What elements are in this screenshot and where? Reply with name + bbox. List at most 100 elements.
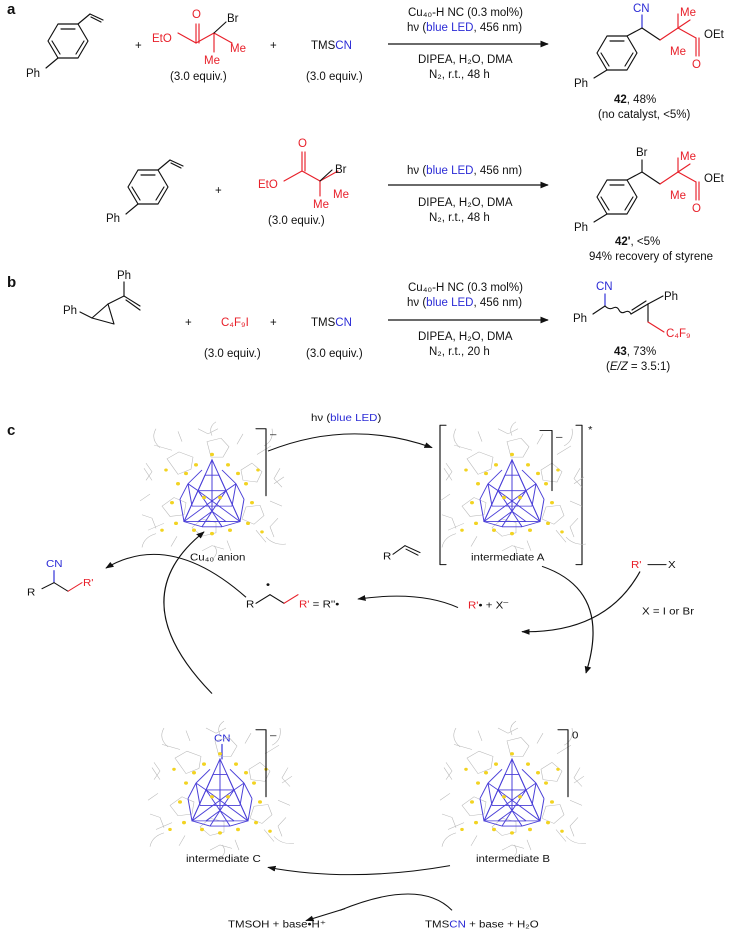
condition-solvent: DIPEA, H₂O, DMA	[418, 54, 513, 66]
condition-solvent: DIPEA, H₂O, DMA	[418, 331, 513, 343]
alkyl-halide: R' X X = I or Br	[631, 560, 695, 618]
intermediate-b-label: intermediate B	[476, 854, 550, 865]
cyanation-product: CN R R'	[27, 559, 94, 598]
atom-r: R	[246, 599, 255, 610]
cu40-anion-label: Cu₄₀ anion	[190, 552, 246, 563]
charge-minus: –	[270, 730, 276, 741]
plus-sign: +	[135, 40, 142, 52]
reaction-1: Ph + O EtO Br Me Me (3.0 equiv.) + TMSCN…	[26, 3, 725, 121]
atom-me: Me	[670, 46, 686, 58]
atom-ph: Ph	[117, 270, 131, 282]
cycle-arrow-reductive-elimination	[163, 531, 213, 694]
cyclopropyl-styrene: Ph Ph	[63, 270, 141, 325]
x-definition: X = I or Br	[642, 606, 695, 617]
intermediate-b-cluster: 0 intermediate B	[439, 720, 587, 865]
atom-me: Me	[670, 190, 686, 202]
cycle-arrow-electron-transfer	[541, 565, 594, 674]
atom-ph: Ph	[574, 78, 588, 90]
atom-me: Me	[680, 151, 696, 163]
condition-light: hν (blue LED, 456 nm)	[407, 297, 522, 309]
product-label-42: 42, 48%	[614, 94, 656, 106]
atom-ph: Ph	[574, 222, 588, 234]
arrow-byproduct	[305, 908, 346, 922]
radical-and-halide: R'• + X–	[468, 597, 509, 611]
excited-star: *	[588, 425, 592, 436]
atom-cn: CN	[633, 3, 650, 15]
atom-r: R	[383, 551, 392, 562]
condition-atmosphere: N₂, r.t., 20 h	[429, 346, 490, 358]
atom-o: O	[692, 203, 701, 215]
reaction-2: Ph + O EtO Br Me Me (3.0 equiv.) hν (blu…	[106, 138, 725, 263]
atom-ph: Ph	[573, 313, 587, 325]
atom-cn: CN	[46, 559, 63, 570]
arrow-radical-addition	[357, 595, 459, 609]
atom-br: Br	[335, 164, 347, 176]
reagent-tmscn: TMSCN	[311, 317, 352, 329]
atom-me: Me	[333, 189, 349, 201]
atom-br: Br	[636, 147, 648, 159]
atom-me: Me	[230, 43, 246, 55]
reagent-label: TMSCN + base + H₂O	[425, 919, 539, 930]
panel-label-a: a	[7, 1, 16, 18]
atom-o: O	[192, 9, 201, 21]
charge-minus: –	[556, 432, 562, 443]
product-note-42: (no catalyst, <5%)	[598, 109, 691, 121]
equiv-label: (3.0 equiv.)	[204, 348, 261, 360]
atom-ph: Ph	[26, 68, 40, 80]
conditions-3: Cu₄₀-H NC (0.3 mol%) hν (blue LED, 456 n…	[388, 282, 549, 358]
plus-sign: +	[270, 317, 277, 329]
product-42: CN Me Me O OEt Ph 42, 48% (no catalyst, …	[574, 3, 725, 121]
reaction-3: Ph Ph + C₄F₉I + TMSCN (3.0 equiv.) (3.0 …	[63, 270, 691, 373]
conditions-2: hν (blue LED, 456 nm) DIPEA, H₂O, DMA N₂…	[388, 165, 549, 224]
atom-oet: OEt	[704, 173, 725, 185]
atom-me: Me	[313, 199, 329, 211]
product-43: CN Ph Ph C₄F₉ 43, 73% (E/Z = 3.5:1)	[573, 281, 691, 373]
plus-sign: +	[270, 40, 277, 52]
panel-label-c: c	[7, 422, 15, 439]
condition-light: hν (blue LED, 456 nm)	[407, 165, 522, 177]
radical-equals: R' = R''•	[299, 599, 340, 610]
product-label-42-prime: 42', <5%	[615, 236, 660, 248]
atom-rprime: R'	[83, 578, 94, 589]
condition-catalyst: Cu₄₀-H NC (0.3 mol%)	[408, 282, 523, 294]
cycle-arrow-transmetalation	[267, 865, 451, 876]
atom-br: Br	[227, 13, 239, 25]
equiv-label: (3.0 equiv.)	[170, 71, 227, 83]
atom-o: O	[298, 138, 307, 150]
intermediate-a-cluster: – * intermediate A	[439, 421, 592, 566]
ethyl-bromoisobutyrate-1: O EtO Br Me Me (3.0 equiv.)	[152, 9, 246, 83]
cycle-arrow-excitation	[267, 433, 433, 452]
product-note-42-prime: 94% recovery of styrene	[589, 251, 713, 263]
condition-catalyst: Cu₄₀-H NC (0.3 mol%)	[408, 7, 523, 19]
intermediate-c-cluster: CN – intermediate C	[147, 720, 295, 865]
atom-o: O	[692, 59, 701, 71]
atom-me: Me	[680, 7, 696, 19]
panel-label-b: b	[7, 274, 16, 291]
cu40-anion-cluster: – Cu₄₀ anion	[139, 421, 287, 563]
radical-intermediate: R • R' = R''•	[246, 580, 340, 611]
atom-eto: EtO	[258, 179, 278, 191]
light-label: hν (blue LED)	[311, 413, 381, 424]
atom-me: Me	[204, 55, 220, 67]
biphenylstyrene-2: Ph	[106, 159, 184, 225]
plus-sign: +	[185, 317, 192, 329]
atom-rprime: R'	[631, 560, 642, 571]
reagent-c4f9i: C₄F₉I	[221, 317, 249, 329]
atom-ph: Ph	[106, 213, 120, 225]
atom-eto: EtO	[152, 33, 172, 45]
atom-ph: Ph	[664, 291, 678, 303]
atom-ph: Ph	[63, 305, 77, 317]
arrow-product-release	[105, 553, 247, 598]
equiv-label: (3.0 equiv.)	[268, 215, 325, 227]
condition-atmosphere: N₂, r.t., 48 h	[429, 212, 490, 224]
charge-zero: 0	[572, 730, 578, 741]
equiv-label: (3.0 equiv.)	[306, 348, 363, 360]
atom-c4f9: C₄F₉	[666, 328, 691, 340]
catalytic-cycle: hν (blue LED) – Cu₄₀ anion – * intermedi…	[27, 413, 695, 931]
reagent-tms: TMSCN	[311, 40, 352, 52]
tmscn-reagent: TMSCN (3.0 equiv.)	[306, 40, 363, 83]
ethyl-bromoisobutyrate-2: O EtO Br Me Me (3.0 equiv.)	[258, 138, 349, 227]
conditions-1: Cu₄₀-H NC (0.3 mol%) hν (blue LED, 456 n…	[388, 7, 549, 81]
atom-oet: OEt	[704, 29, 725, 41]
